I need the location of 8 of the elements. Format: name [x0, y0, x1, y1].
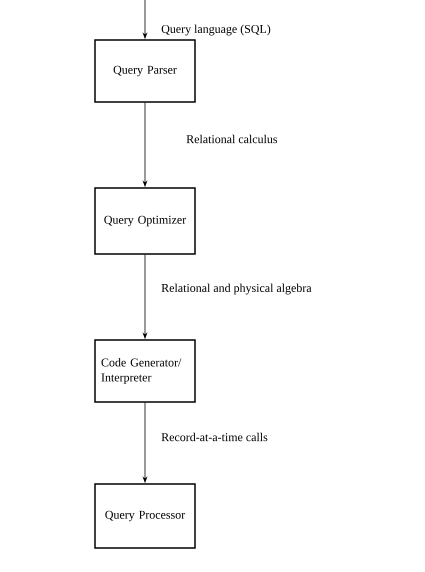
edge-label: Relational and physical algebra: [162, 284, 312, 294]
process-box: Query Optimizer: [94, 187, 196, 255]
process-box: Query Processor: [94, 483, 196, 549]
process-box: Query Parser: [94, 39, 196, 103]
edge-label: Query language (SQL): [162, 24, 270, 36]
edge-label: Record-at-a-time calls: [162, 432, 268, 442]
edge-label: Relational calculus: [186, 134, 278, 144]
process-box: Code Generator/ Interpreter: [94, 339, 196, 403]
